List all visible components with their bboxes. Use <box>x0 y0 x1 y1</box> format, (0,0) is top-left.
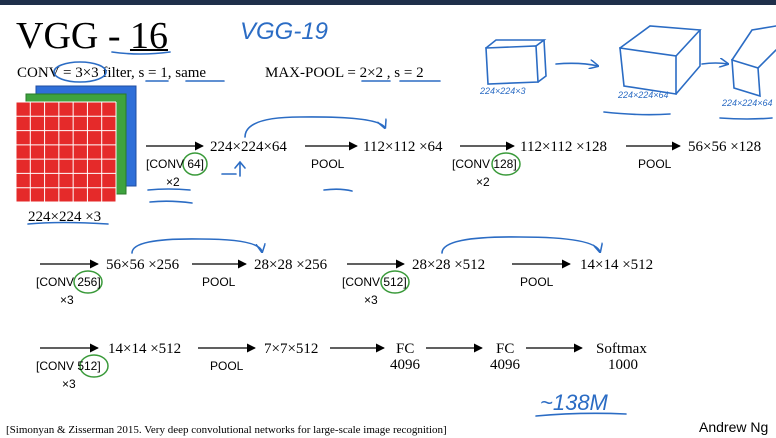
fc1-units: 4096 <box>390 357 420 373</box>
fc2-units: 4096 <box>490 357 520 373</box>
volume-56x56x128: 56×56 ×128 <box>688 139 762 155</box>
maxpool-config: MAX-POOL = 2×2 , s = 2 <box>265 65 424 81</box>
volume-14x14x512: 14×14 ×512 <box>580 257 654 273</box>
handwritten-dims-c: 224×224×64 <box>722 98 773 108</box>
conv4-multiplier: ×3 <box>364 293 378 307</box>
volume-28x28x256: 28×28 ×256 <box>254 257 328 273</box>
input-volume <box>15 85 137 203</box>
pool4-label: POOL <box>520 275 554 289</box>
top-bar <box>0 0 776 5</box>
conv4-label: [CONV 512] <box>342 275 407 289</box>
conv1-multiplier: ×2 <box>166 175 180 189</box>
pool1-label: POOL <box>311 157 345 171</box>
volume-28x28x512: 28×28 ×512 <box>412 257 486 273</box>
volume-112x112x64: 112×112 ×64 <box>363 139 443 155</box>
handwritten-params: ~138M <box>540 390 608 415</box>
softmax-units: 1000 <box>608 357 638 373</box>
conv5-multiplier: ×3 <box>62 377 76 391</box>
fc2-label: FC <box>496 341 515 357</box>
citation: [Simonyan & Zisserman 2015. Very deep co… <box>6 424 447 436</box>
pool2-label: POOL <box>638 157 672 171</box>
volume-14x14x512-b: 14×14 ×512 <box>108 341 182 357</box>
volume-7x7x512: 7×7×512 <box>264 341 319 357</box>
handwritten-dims-b: 224×224×64 <box>618 90 669 100</box>
input-dims: 224×224 ×3 <box>28 209 102 225</box>
fc1-label: FC <box>396 341 415 357</box>
pool5-label: POOL <box>210 359 244 373</box>
conv-config: CONV = 3×3 filter, s = 1, same <box>17 65 207 81</box>
title-prefix: VGG - <box>16 15 130 57</box>
softmax-label: Softmax <box>596 341 647 357</box>
conv5-label: [CONV 512] <box>36 359 101 373</box>
conv2-multiplier: ×2 <box>476 175 490 189</box>
page-title: VGG - 16 <box>16 14 168 58</box>
conv1-label: [CONV 64] <box>146 157 205 171</box>
pool3-label: POOL <box>202 275 236 289</box>
conv2-label: [CONV 128] <box>452 157 517 171</box>
handwritten-dims-a: 224×224×3 <box>480 86 526 96</box>
title-number: 16 <box>129 15 168 57</box>
author-name: Andrew Ng <box>699 419 769 435</box>
handwritten-vgg19: VGG-19 <box>240 18 329 45</box>
volume-56x56x256: 56×56 ×256 <box>106 257 180 273</box>
conv3-label: [CONV 256] <box>36 275 101 289</box>
handwritten-marks <box>27 25 776 417</box>
volume-224x224x64: 224×224×64 <box>210 139 287 155</box>
volume-112x112x128: 112×112 ×128 <box>520 139 608 155</box>
green-circles <box>73 152 521 378</box>
conv3-multiplier: ×3 <box>60 293 74 307</box>
